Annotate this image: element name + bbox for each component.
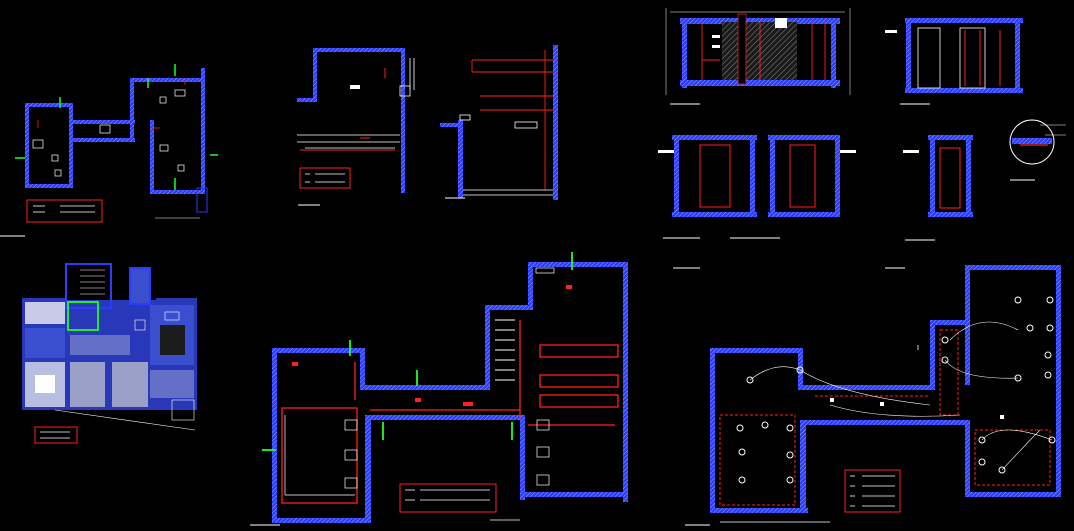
- plan-lighting-right: [685, 265, 1061, 526]
- legend-1: [26, 199, 103, 223]
- plan-corner-top-mid-right: [440, 45, 558, 200]
- plan-room-top-mid: [297, 48, 415, 206]
- legend-4: [399, 483, 497, 513]
- plan-ceiling-center: [250, 252, 628, 526]
- section-mid-3: [903, 135, 973, 241]
- section-mid-1: [658, 135, 757, 239]
- plan-small-top-left: [0, 64, 218, 237]
- legend-2: [299, 167, 351, 189]
- legend-5: [844, 469, 901, 513]
- section-mid-2: [730, 135, 856, 239]
- detail-circle: [1009, 119, 1066, 181]
- plan-layout-colored: [22, 263, 197, 444]
- section-top-2: [885, 18, 1023, 105]
- legend-3: [34, 426, 78, 444]
- section-top-1: [665, 8, 851, 105]
